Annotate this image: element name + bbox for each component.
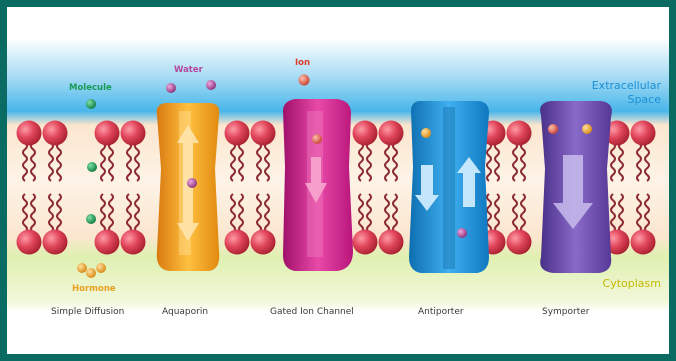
extracellular-label-line1: Extracellular xyxy=(592,79,661,93)
cytoplasm-label: Cytoplasm xyxy=(603,277,661,291)
molecule-label: Molecule xyxy=(69,83,112,93)
water-icon xyxy=(206,80,216,90)
caption-symporter: Symporter xyxy=(542,307,590,317)
extracellular-label-line2: Space xyxy=(592,93,661,107)
lipid-head-icon xyxy=(631,121,656,146)
extracellular-label: Extracellular Space xyxy=(592,79,661,107)
ion-icon xyxy=(548,124,558,134)
lipid-head-icon xyxy=(379,230,404,255)
lipid-head-icon xyxy=(379,121,404,146)
gated-ion-channel-protein xyxy=(283,99,353,271)
caption-aquaporin: Aquaporin xyxy=(162,307,208,317)
diagram-panel: Molecule Water Ion Hormone Extracellular… xyxy=(7,7,669,354)
lipid-head-icon xyxy=(251,121,276,146)
caption-gated-ion-channel: Gated Ion Channel xyxy=(270,307,354,317)
lipid-head-icon xyxy=(353,230,378,255)
water-icon xyxy=(187,178,197,188)
lipid-head-icon xyxy=(95,121,120,146)
lipid-head-icon xyxy=(17,121,42,146)
lipid-head-icon xyxy=(251,230,276,255)
hormone-icon xyxy=(96,263,106,273)
membrane-diagram xyxy=(7,7,669,354)
lipid-head-icon xyxy=(353,121,378,146)
water-icon xyxy=(166,83,176,93)
lipid-head-icon xyxy=(225,121,250,146)
molecule-icon xyxy=(86,99,96,109)
lipid-head-icon xyxy=(17,230,42,255)
water-icon xyxy=(457,228,467,238)
lipid-head-icon xyxy=(43,121,68,146)
caption-simple-diffusion: Simple Diffusion xyxy=(51,307,124,317)
lipid-head-icon xyxy=(507,230,532,255)
lipid-head-icon xyxy=(121,121,146,146)
lipid-head-icon xyxy=(507,121,532,146)
lipid-head-icon xyxy=(121,230,146,255)
aquaporin-protein xyxy=(157,103,220,271)
lipid-head-icon xyxy=(43,230,68,255)
lipid-head-icon xyxy=(95,230,120,255)
hormone-icon xyxy=(421,128,431,138)
hormone-icon xyxy=(582,124,592,134)
molecule-icon xyxy=(86,214,96,224)
hormone-label: Hormone xyxy=(72,284,116,294)
caption-antiporter: Antiporter xyxy=(418,307,464,317)
ion-icon xyxy=(312,134,322,144)
water-label: Water xyxy=(174,65,203,75)
ion-icon xyxy=(299,75,310,86)
lipid-head-icon xyxy=(225,230,250,255)
molecule-icon xyxy=(87,162,97,172)
hormone-icon xyxy=(86,268,96,278)
antiporter-protein xyxy=(409,101,489,273)
lipid-head-icon xyxy=(631,230,656,255)
ion-label: Ion xyxy=(295,58,310,68)
hormone-icon xyxy=(77,263,87,273)
